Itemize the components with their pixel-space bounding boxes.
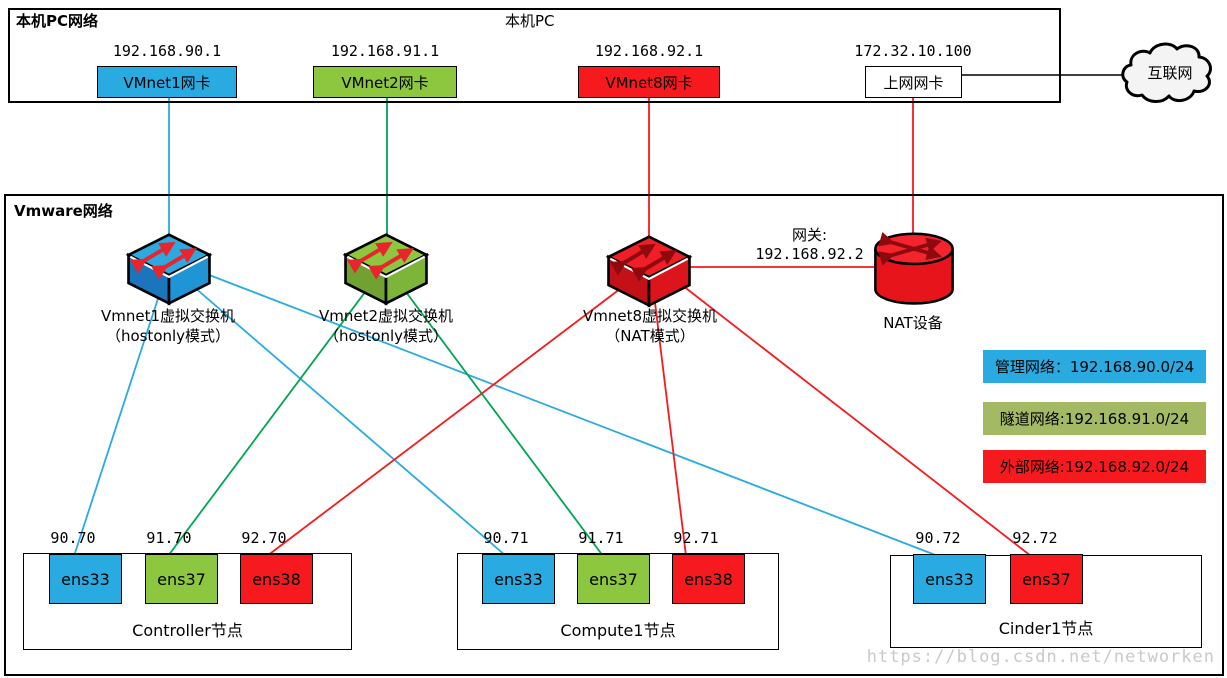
legend-tunnel-network: 隧道网络:192.168.91.0/24 [983, 402, 1206, 435]
compute1-nic-ens38: ens38 [672, 554, 745, 604]
gateway-ip: 192.168.92.2 [755, 245, 864, 263]
internet-label: 互联网 [1147, 64, 1193, 82]
cinder1-ens33-ip: 90.72 [915, 529, 961, 547]
controller-ens38-ip: 92.70 [241, 529, 287, 547]
gateway-annotation: 网关: 192.168.92.2 [742, 226, 877, 264]
compute1-ens37-ip: 91.71 [578, 529, 624, 547]
vmnet1-switch-label: Vmnet1虚拟交换机 （hostonly模式） [58, 306, 278, 346]
cinder1-nic-ens33: ens33 [913, 554, 986, 604]
compute1-nic-ens33: ens33 [482, 554, 555, 604]
controller-nic-ens37: ens37 [145, 554, 218, 604]
controller-ens33-ip: 90.70 [50, 529, 96, 547]
compute1-ens38-ip: 92.71 [673, 529, 719, 547]
controller-ens37-ip: 91.70 [146, 529, 192, 547]
nat-router-icon [874, 231, 954, 305]
gateway-label: 网关: [791, 226, 828, 244]
vmnet8-adapter: VMnet8网卡 [578, 66, 720, 98]
vmnet8-switch-icon [605, 235, 693, 308]
cinder1-nic-ens37: ens37 [1010, 554, 1083, 604]
nat-device-label: NAT设备 [883, 314, 943, 332]
cinder1-node-label: Cinder1节点 [998, 619, 1094, 638]
compute1-ens33-ip: 90.71 [483, 529, 529, 547]
pc-network-box [8, 8, 1061, 103]
vmnet2-switch-icon [342, 233, 430, 306]
vmnet2-switch-label: Vmnet2虚拟交换机 （hostonly模式） [276, 306, 496, 346]
legend-external-network: 外部网络:192.168.92.0/24 [983, 450, 1206, 483]
pc-network-title: 本机PC网络 [16, 12, 99, 30]
compute1-node-label: Compute1节点 [560, 621, 676, 640]
vmnet8-switch-mode: （NAT模式） [605, 327, 695, 345]
vmnet1-switch-name: Vmnet1虚拟交换机 [100, 307, 236, 325]
internet-adapter: 上网网卡 [865, 66, 962, 98]
controller-node-label: Controller节点 [132, 621, 243, 640]
vmnet2-adapter-ip: 192.168.91.1 [330, 42, 440, 60]
vmnet2-adapter: VMnet2网卡 [313, 66, 457, 98]
vmware-network-box [4, 194, 1224, 676]
vmnet1-adapter-ip: 192.168.90.1 [112, 42, 222, 60]
pc-label: 本机PC [505, 12, 555, 30]
vmnet8-adapter-ip: 192.168.92.1 [594, 42, 704, 60]
internet-adapter-ip: 172.32.10.100 [854, 42, 972, 60]
vmnet1-switch-icon [125, 233, 213, 306]
vmnet8-switch-name: Vmnet8虚拟交换机 [582, 307, 718, 325]
vmware-network-title: Vmware网络 [14, 202, 113, 220]
controller-nic-ens38: ens38 [240, 554, 313, 604]
vmnet2-switch-name: Vmnet2虚拟交换机 [318, 307, 454, 325]
compute1-nic-ens37: ens37 [577, 554, 650, 604]
legend-management-network: 管理网络：192.168.90.0/24 [983, 350, 1206, 383]
vmnet1-adapter: VMnet1网卡 [97, 66, 237, 98]
vmnet1-switch-mode: （hostonly模式） [105, 327, 231, 345]
internet-cloud-icon [1121, 42, 1212, 103]
cinder1-ens37-ip: 92.72 [1012, 529, 1058, 547]
controller-nic-ens33: ens33 [49, 554, 122, 604]
vmnet2-switch-mode: （hostonly模式） [323, 327, 449, 345]
watermark: https://blog.csdn.net/networken [866, 647, 1215, 667]
vmnet8-switch-label: Vmnet8虚拟交换机 （NAT模式） [540, 306, 760, 346]
